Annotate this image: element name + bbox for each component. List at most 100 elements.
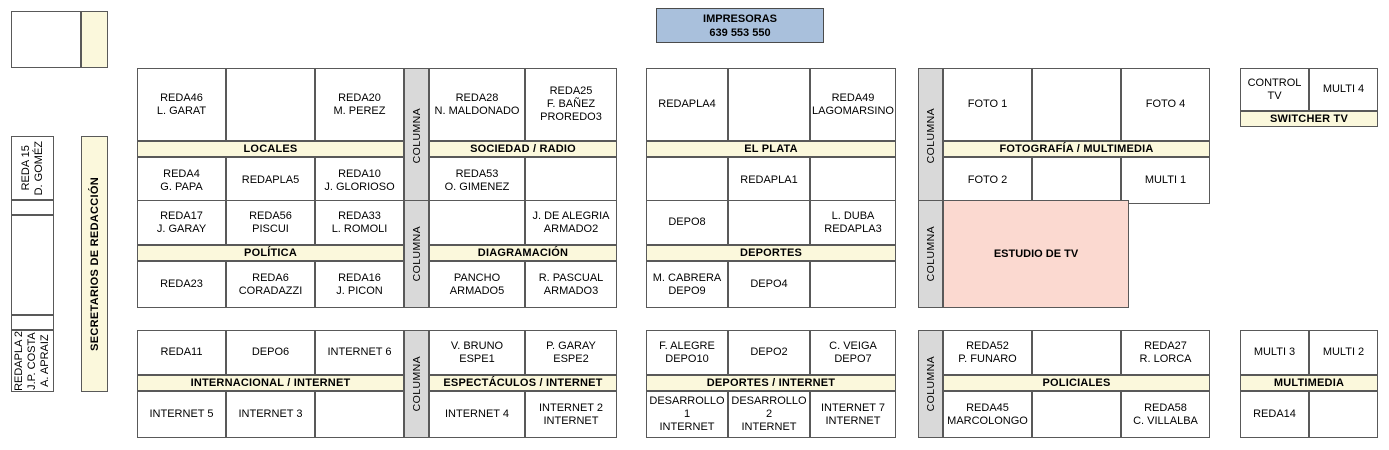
fotografia-band: FOTOGRAFÍA / MULTIMEDIA: [943, 141, 1210, 157]
columna-strip-5-label: COLUMNA: [410, 356, 423, 412]
deportes-internet-bottom-2[interactable]: INTERNET 7 INTERNET: [810, 391, 896, 438]
sidebar-secretarios-label: SECRETARIOS DE REDACCIÓN: [88, 177, 101, 351]
espectaculos-bottom-1[interactable]: INTERNET 2 INTERNET: [525, 391, 617, 438]
columna-strip-4: COLUMNA: [918, 200, 943, 308]
columna-strip-1: COLUMNA: [404, 68, 429, 204]
deportes-internet-bottom-0[interactable]: DESARROLLO 1 INTERNET: [646, 391, 728, 438]
deportes-top-1[interactable]: [728, 200, 810, 245]
deportes-top-2[interactable]: L. DUBA REDAPLA3: [810, 200, 896, 245]
policiales-top-0[interactable]: REDA52 P. FUNARO: [943, 330, 1032, 375]
sociedad-top-0[interactable]: REDA28 N. MALDONADO: [429, 68, 525, 141]
locales-top-0[interactable]: REDA46 L. GARAT: [137, 68, 226, 141]
elplata-bottom-0[interactable]: [646, 157, 728, 204]
policiales-top-1[interactable]: [1032, 330, 1121, 375]
locales-band: LOCALES: [137, 141, 404, 157]
elplata-band: EL PLATA: [646, 141, 896, 157]
politica-band: POLÍTICA: [137, 245, 404, 261]
internacional-top-1[interactable]: DEPO6: [226, 330, 315, 375]
locales-bottom-1[interactable]: REDAPLA5: [226, 157, 315, 204]
fotografia-bottom-1[interactable]: [1032, 157, 1121, 204]
columna-strip-3: COLUMNA: [404, 200, 429, 308]
estudio-de-tv[interactable]: ESTUDIO DE TV: [943, 200, 1129, 308]
internacional-bottom-0[interactable]: INTERNET 5: [137, 391, 226, 438]
fotografia-top-1[interactable]: [1032, 68, 1121, 141]
deportes-internet-bottom-1[interactable]: DESARROLLO 2 INTERNET: [728, 391, 810, 438]
internacional-band: INTERNACIONAL / INTERNET: [137, 375, 404, 391]
policiales-band: POLICIALES: [943, 375, 1210, 391]
locales-top-2[interactable]: REDA20 M. PEREZ: [315, 68, 404, 141]
diagramacion-band: DIAGRAMACIÓN: [429, 245, 617, 261]
elplata-top-1[interactable]: [728, 68, 810, 141]
fotografia-top-2[interactable]: FOTO 4: [1121, 68, 1210, 141]
elplata-top-2[interactable]: REDA49 LAGOMARSINO: [810, 68, 896, 141]
switcher-top-0[interactable]: CONTROL TV: [1240, 68, 1309, 111]
internacional-top-2[interactable]: INTERNET 6: [315, 330, 404, 375]
elplata-top-0[interactable]: REDAPLA4: [646, 68, 728, 141]
diagramacion-bottom-0[interactable]: PANCHO ARMADO5: [429, 261, 525, 308]
sidebar-cell-blank-c[interactable]: [11, 315, 54, 330]
elplata-bottom-2[interactable]: [810, 157, 896, 204]
columna-strip-3-label: COLUMNA: [410, 226, 423, 282]
impresoras-box[interactable]: IMPRESORAS 639 553 550: [656, 8, 824, 43]
switcher-band: SWITCHER TV: [1240, 111, 1378, 127]
sociedad-top-1[interactable]: REDA25 F. BAÑEZ PROREDO3: [525, 68, 617, 141]
deportes-bottom-0[interactable]: M. CABRERA DEPO9: [646, 261, 728, 308]
politica-top-0[interactable]: REDA17 J. GARAY: [137, 200, 226, 245]
deportes-bottom-2[interactable]: [810, 261, 896, 308]
internacional-top-0[interactable]: REDA11: [137, 330, 226, 375]
top-left-yellow-strip: [81, 11, 108, 68]
politica-top-1[interactable]: REDA56 PISCUI: [226, 200, 315, 245]
policiales-bottom-2[interactable]: REDA58 C. VILLALBA: [1121, 391, 1210, 438]
switcher-top-1[interactable]: MULTI 4: [1309, 68, 1378, 111]
fotografia-bottom-0[interactable]: FOTO 2: [943, 157, 1032, 204]
columna-strip-6-label: COLUMNA: [924, 356, 937, 412]
sociedad-band: SOCIEDAD / RADIO: [429, 141, 617, 157]
multimedia-top-0[interactable]: MULTI 3: [1240, 330, 1309, 375]
locales-bottom-2[interactable]: REDA10 J. GLORIOSO: [315, 157, 404, 204]
deportes-internet-top-1[interactable]: DEPO2: [728, 330, 810, 375]
deportes-bottom-1[interactable]: DEPO4: [728, 261, 810, 308]
policiales-top-2[interactable]: REDA27 R. LORCA: [1121, 330, 1210, 375]
policiales-bottom-0[interactable]: REDA45 MARCOLONGO: [943, 391, 1032, 438]
elplata-bottom-1[interactable]: REDAPLA1: [728, 157, 810, 204]
columna-strip-2: COLUMNA: [918, 68, 943, 204]
diagramacion-top-0[interactable]: [429, 200, 525, 245]
locales-top-1[interactable]: [226, 68, 315, 141]
politica-bottom-0[interactable]: REDA23: [137, 261, 226, 308]
internacional-bottom-1[interactable]: INTERNET 3: [226, 391, 315, 438]
columna-strip-1-label: COLUMNA: [410, 108, 423, 164]
fotografia-top-0[interactable]: FOTO 1: [943, 68, 1032, 141]
columna-strip-4-label: COLUMNA: [924, 226, 937, 282]
diagramacion-bottom-1[interactable]: R. PASCUAL ARMADO3: [525, 261, 617, 308]
sidebar-cell-blank-a[interactable]: [11, 200, 54, 215]
impresoras-numbers: 639 553 550: [709, 26, 771, 39]
politica-bottom-1[interactable]: REDA6 CORADAZZI: [226, 261, 315, 308]
espectaculos-top-1[interactable]: P. GARAY ESPE2: [525, 330, 617, 375]
fotografia-bottom-2[interactable]: MULTI 1: [1121, 157, 1210, 204]
internacional-bottom-2[interactable]: [315, 391, 404, 438]
policiales-bottom-1[interactable]: [1032, 391, 1121, 438]
sidebar-cell-redapla2[interactable]: REDAPLA 2 J.P. COSTA A. APRAIZ: [11, 330, 54, 392]
espectaculos-top-0[interactable]: V. BRUNO ESPE1: [429, 330, 525, 375]
multimedia-top-1[interactable]: MULTI 2: [1309, 330, 1378, 375]
deportes-internet-top-2[interactable]: C. VEIGA DEPO7: [810, 330, 896, 375]
multimedia-bottom-0[interactable]: REDA14: [1240, 391, 1309, 438]
espectaculos-band: ESPECTÁCULOS / INTERNET: [429, 375, 617, 391]
sidebar-secretarios-band: SECRETARIOS DE REDACCIÓN: [81, 136, 108, 392]
deportes-internet-band: DEPORTES / INTERNET: [646, 375, 896, 391]
deportes-internet-top-0[interactable]: F. ALEGRE DEPO10: [646, 330, 728, 375]
sociedad-bottom-1[interactable]: [525, 157, 617, 204]
diagramacion-top-1[interactable]: J. DE ALEGRIA ARMADO2: [525, 200, 617, 245]
multimedia-bottom-1[interactable]: [1309, 391, 1378, 438]
politica-top-2[interactable]: REDA33 L. ROMOLI: [315, 200, 404, 245]
columna-strip-5: COLUMNA: [404, 330, 429, 438]
sidebar-cell-reda15-label: REDA 15 D. GOMÉZ: [19, 140, 45, 196]
locales-bottom-0[interactable]: REDA4 G. PAPA: [137, 157, 226, 204]
espectaculos-bottom-0[interactable]: INTERNET 4: [429, 391, 525, 438]
politica-bottom-2[interactable]: REDA16 J. PICON: [315, 261, 404, 308]
sidebar-cell-blank-b[interactable]: [11, 215, 54, 315]
deportes-top-0[interactable]: DEPO8: [646, 200, 728, 245]
sociedad-bottom-0[interactable]: REDA53 O. GIMENEZ: [429, 157, 525, 204]
sidebar-cell-reda15[interactable]: REDA 15 D. GOMÉZ: [11, 136, 54, 200]
top-left-empty-room[interactable]: [11, 11, 81, 68]
